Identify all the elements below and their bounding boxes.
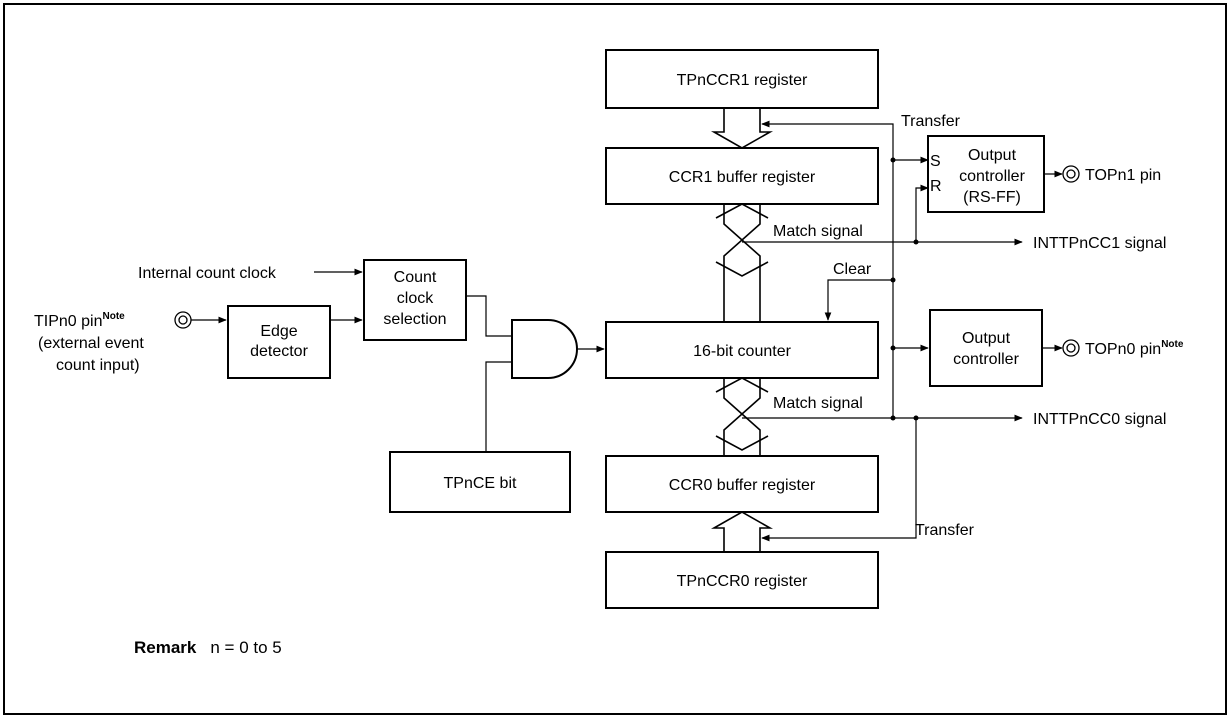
bus-arrow-tpnccr0-to-ccr0 xyxy=(710,511,774,552)
svg-text:TPnCCR0 register: TPnCCR0 register xyxy=(677,573,808,590)
transfer-bottom-line: Transfer xyxy=(761,418,975,542)
remark-label: Remark xyxy=(134,638,197,657)
svg-text:Count: Count xyxy=(394,269,437,286)
match-signal-top-line: Match signal INTTPnCC1 signal xyxy=(742,223,1166,252)
svg-text:selection: selection xyxy=(383,311,446,328)
output-to-topn1-line: TOPn1 pin xyxy=(1044,165,1161,184)
svg-text:Clear: Clear xyxy=(833,261,872,278)
and-gate-symbol xyxy=(511,319,578,379)
svg-text:S: S xyxy=(930,153,941,170)
svg-text:TPnCE bit: TPnCE bit xyxy=(444,475,517,492)
svg-text:(RS-FF): (RS-FF) xyxy=(963,189,1021,206)
svg-text:CCR0 buffer register: CCR0 buffer register xyxy=(669,477,816,494)
svg-text:detector: detector xyxy=(250,343,308,360)
svg-text:count input): count input) xyxy=(56,357,140,374)
count-clock-selection-block: Count clock selection xyxy=(363,259,467,341)
match-signal-bottom-line: Match signal INTTPnCC0 signal xyxy=(742,395,1166,428)
svg-text:INTTPnCC0 signal: INTTPnCC0 signal xyxy=(1033,411,1166,428)
svg-text:Internal count clock: Internal count clock xyxy=(138,265,277,282)
output-controller-rsff-block: S R Output controller (RS-FF) xyxy=(927,135,1045,213)
svg-text:TPnCCR1 register: TPnCCR1 register xyxy=(677,72,808,89)
ccr1-buffer-register-block: CCR1 buffer register xyxy=(605,147,879,205)
edge-detector-block: Edge detector xyxy=(227,305,331,379)
svg-text:clock: clock xyxy=(397,290,434,307)
svg-text:Transfer: Transfer xyxy=(915,522,975,539)
svg-text:Output: Output xyxy=(968,147,1017,164)
clear-line: Clear xyxy=(824,261,896,321)
svg-text:R: R xyxy=(930,178,942,195)
tpnccr0-register-block: TPnCCR0 register xyxy=(605,551,879,609)
match-to-reset-line xyxy=(915,184,929,242)
svg-text:(external event: (external event xyxy=(38,335,144,352)
svg-text:controller: controller xyxy=(953,351,1019,368)
output-to-topn0-line: TOPn0 pinNote xyxy=(1042,339,1184,358)
remark-note: Remark n = 0 to 5 xyxy=(134,638,282,658)
output-controller-0-block: Output controller xyxy=(929,309,1043,387)
svg-text:Output: Output xyxy=(962,330,1011,347)
svg-text:Transfer: Transfer xyxy=(901,113,961,130)
counter-16bit-block: 16-bit counter xyxy=(605,321,879,379)
svg-text:Match signal: Match signal xyxy=(773,223,863,240)
bus-arrow-tpnccr1-to-ccr1 xyxy=(710,108,774,149)
clock-to-and-line xyxy=(466,295,512,337)
internal-count-clock-line: Internal count clock xyxy=(138,265,363,282)
remark-text: n = 0 to 5 xyxy=(210,638,282,657)
bus-counter-ccr0-compare xyxy=(715,377,769,456)
svg-text:controller: controller xyxy=(959,168,1025,185)
tpnce-bit-block: TPnCE bit xyxy=(389,451,571,513)
tpnccr1-register-block: TPnCCR1 register xyxy=(605,49,879,109)
diagram-frame xyxy=(3,3,1227,715)
set-input-line xyxy=(890,156,929,164)
ccr0-buffer-register-block: CCR0 buffer register xyxy=(605,455,879,513)
svg-text:Edge: Edge xyxy=(260,323,297,340)
svg-text:CCR1 buffer register: CCR1 buffer register xyxy=(669,169,816,186)
tpnce-to-and-line xyxy=(485,361,512,452)
to-output-controller-0-line xyxy=(890,344,929,352)
transfer-top-line: Transfer xyxy=(761,113,961,418)
tipn0-pin: TIPn0 pinNote (external event count inpu… xyxy=(34,311,227,374)
svg-text:TIPn0 pinNote: TIPn0 pinNote xyxy=(34,311,125,330)
bus-ccr1-counter-compare xyxy=(715,203,769,322)
svg-text:Match signal: Match signal xyxy=(773,395,863,412)
svg-text:16-bit counter: 16-bit counter xyxy=(693,343,792,360)
svg-text:INTTPnCC1 signal: INTTPnCC1 signal xyxy=(1033,235,1166,252)
svg-text:TOPn0 pinNote: TOPn0 pinNote xyxy=(1085,339,1184,358)
svg-text:TOPn1 pin: TOPn1 pin xyxy=(1085,167,1161,184)
